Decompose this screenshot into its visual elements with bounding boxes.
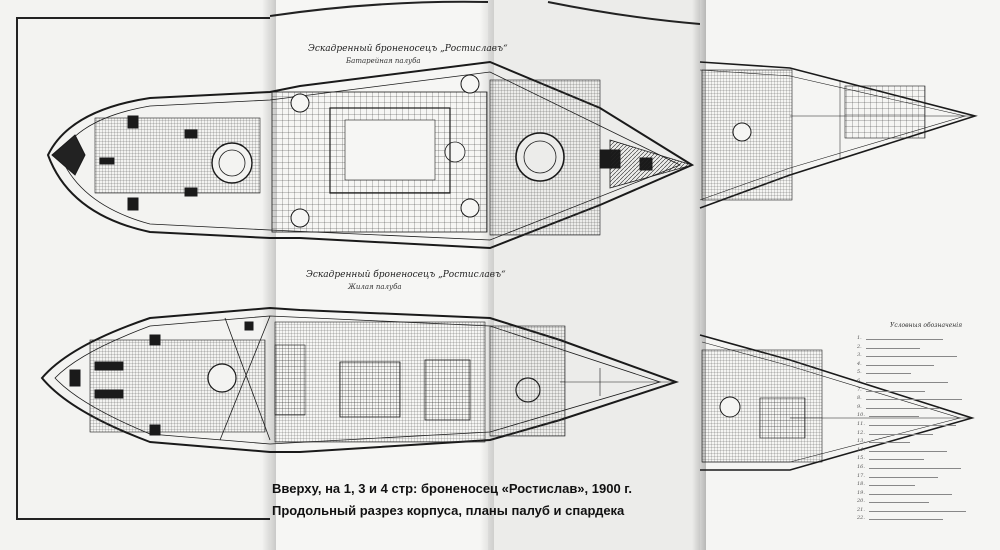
legend-item: 7.: [857, 386, 987, 395]
legend-item: 22.: [857, 514, 987, 523]
legend-item: 15.: [857, 454, 987, 463]
upper-plan-title: Эскадренный броненосецъ „Ростиславъ“: [308, 44, 508, 54]
legend-item: 13.: [857, 437, 987, 446]
legend-item: 14.: [857, 446, 987, 455]
lower-plan-subtitle: Жилая палуба: [348, 283, 402, 291]
lower-deck-plan: [40, 306, 680, 453]
frame-bottom-line: [16, 518, 270, 520]
legend-list: 1.2.3.4.5.6.7.8.9.10.11.12.13.14.15.16.1…: [857, 334, 987, 523]
figure-caption: Вверху, на 1, 3 и 4 стр: броненосец «Рос…: [272, 478, 633, 522]
legend-item: 18.: [857, 480, 987, 489]
legend-item: 3.: [857, 351, 987, 360]
upper-plan-subtitle: Батарейная палуба: [346, 57, 421, 65]
legend-item: 5.: [857, 368, 987, 377]
legend-item: 21.: [857, 506, 987, 515]
frame-top-arc-2: [547, 1, 700, 25]
legend-item: 9.: [857, 403, 987, 412]
legend-item: 16.: [857, 463, 987, 472]
legend-item: 10.: [857, 411, 987, 420]
legend-item: 17.: [857, 472, 987, 481]
lower-bow-plan: [699, 334, 975, 471]
caption-line-1: Вверху, на 1, 3 и 4 стр: броненосец «Рос…: [272, 481, 633, 496]
frame-top-arc: [270, 0, 488, 17]
legend-item: 12.: [857, 429, 987, 438]
legend-item: 8.: [857, 394, 987, 403]
legend-item: 6.: [857, 377, 987, 386]
page-panel-1: [0, 0, 270, 550]
legend-title: Условныя обозначенія: [890, 322, 963, 329]
legend-item: 19.: [857, 489, 987, 498]
upper-deck-plan: [46, 60, 695, 250]
frame-left-line: [16, 17, 18, 520]
frame-top-line: [16, 17, 270, 19]
legend-item: 20.: [857, 497, 987, 506]
legend-item: 1.: [857, 334, 987, 343]
legend-item: 2.: [857, 343, 987, 352]
upper-bow-plan: [699, 61, 978, 209]
lower-plan-title: Эскадренный броненосецъ „Ростиславъ“: [306, 270, 506, 280]
legend-item: 11.: [857, 420, 987, 429]
caption-line-2: Продольный разрез корпуса, планы палуб и…: [272, 503, 625, 518]
legend-item: 4.: [857, 360, 987, 369]
